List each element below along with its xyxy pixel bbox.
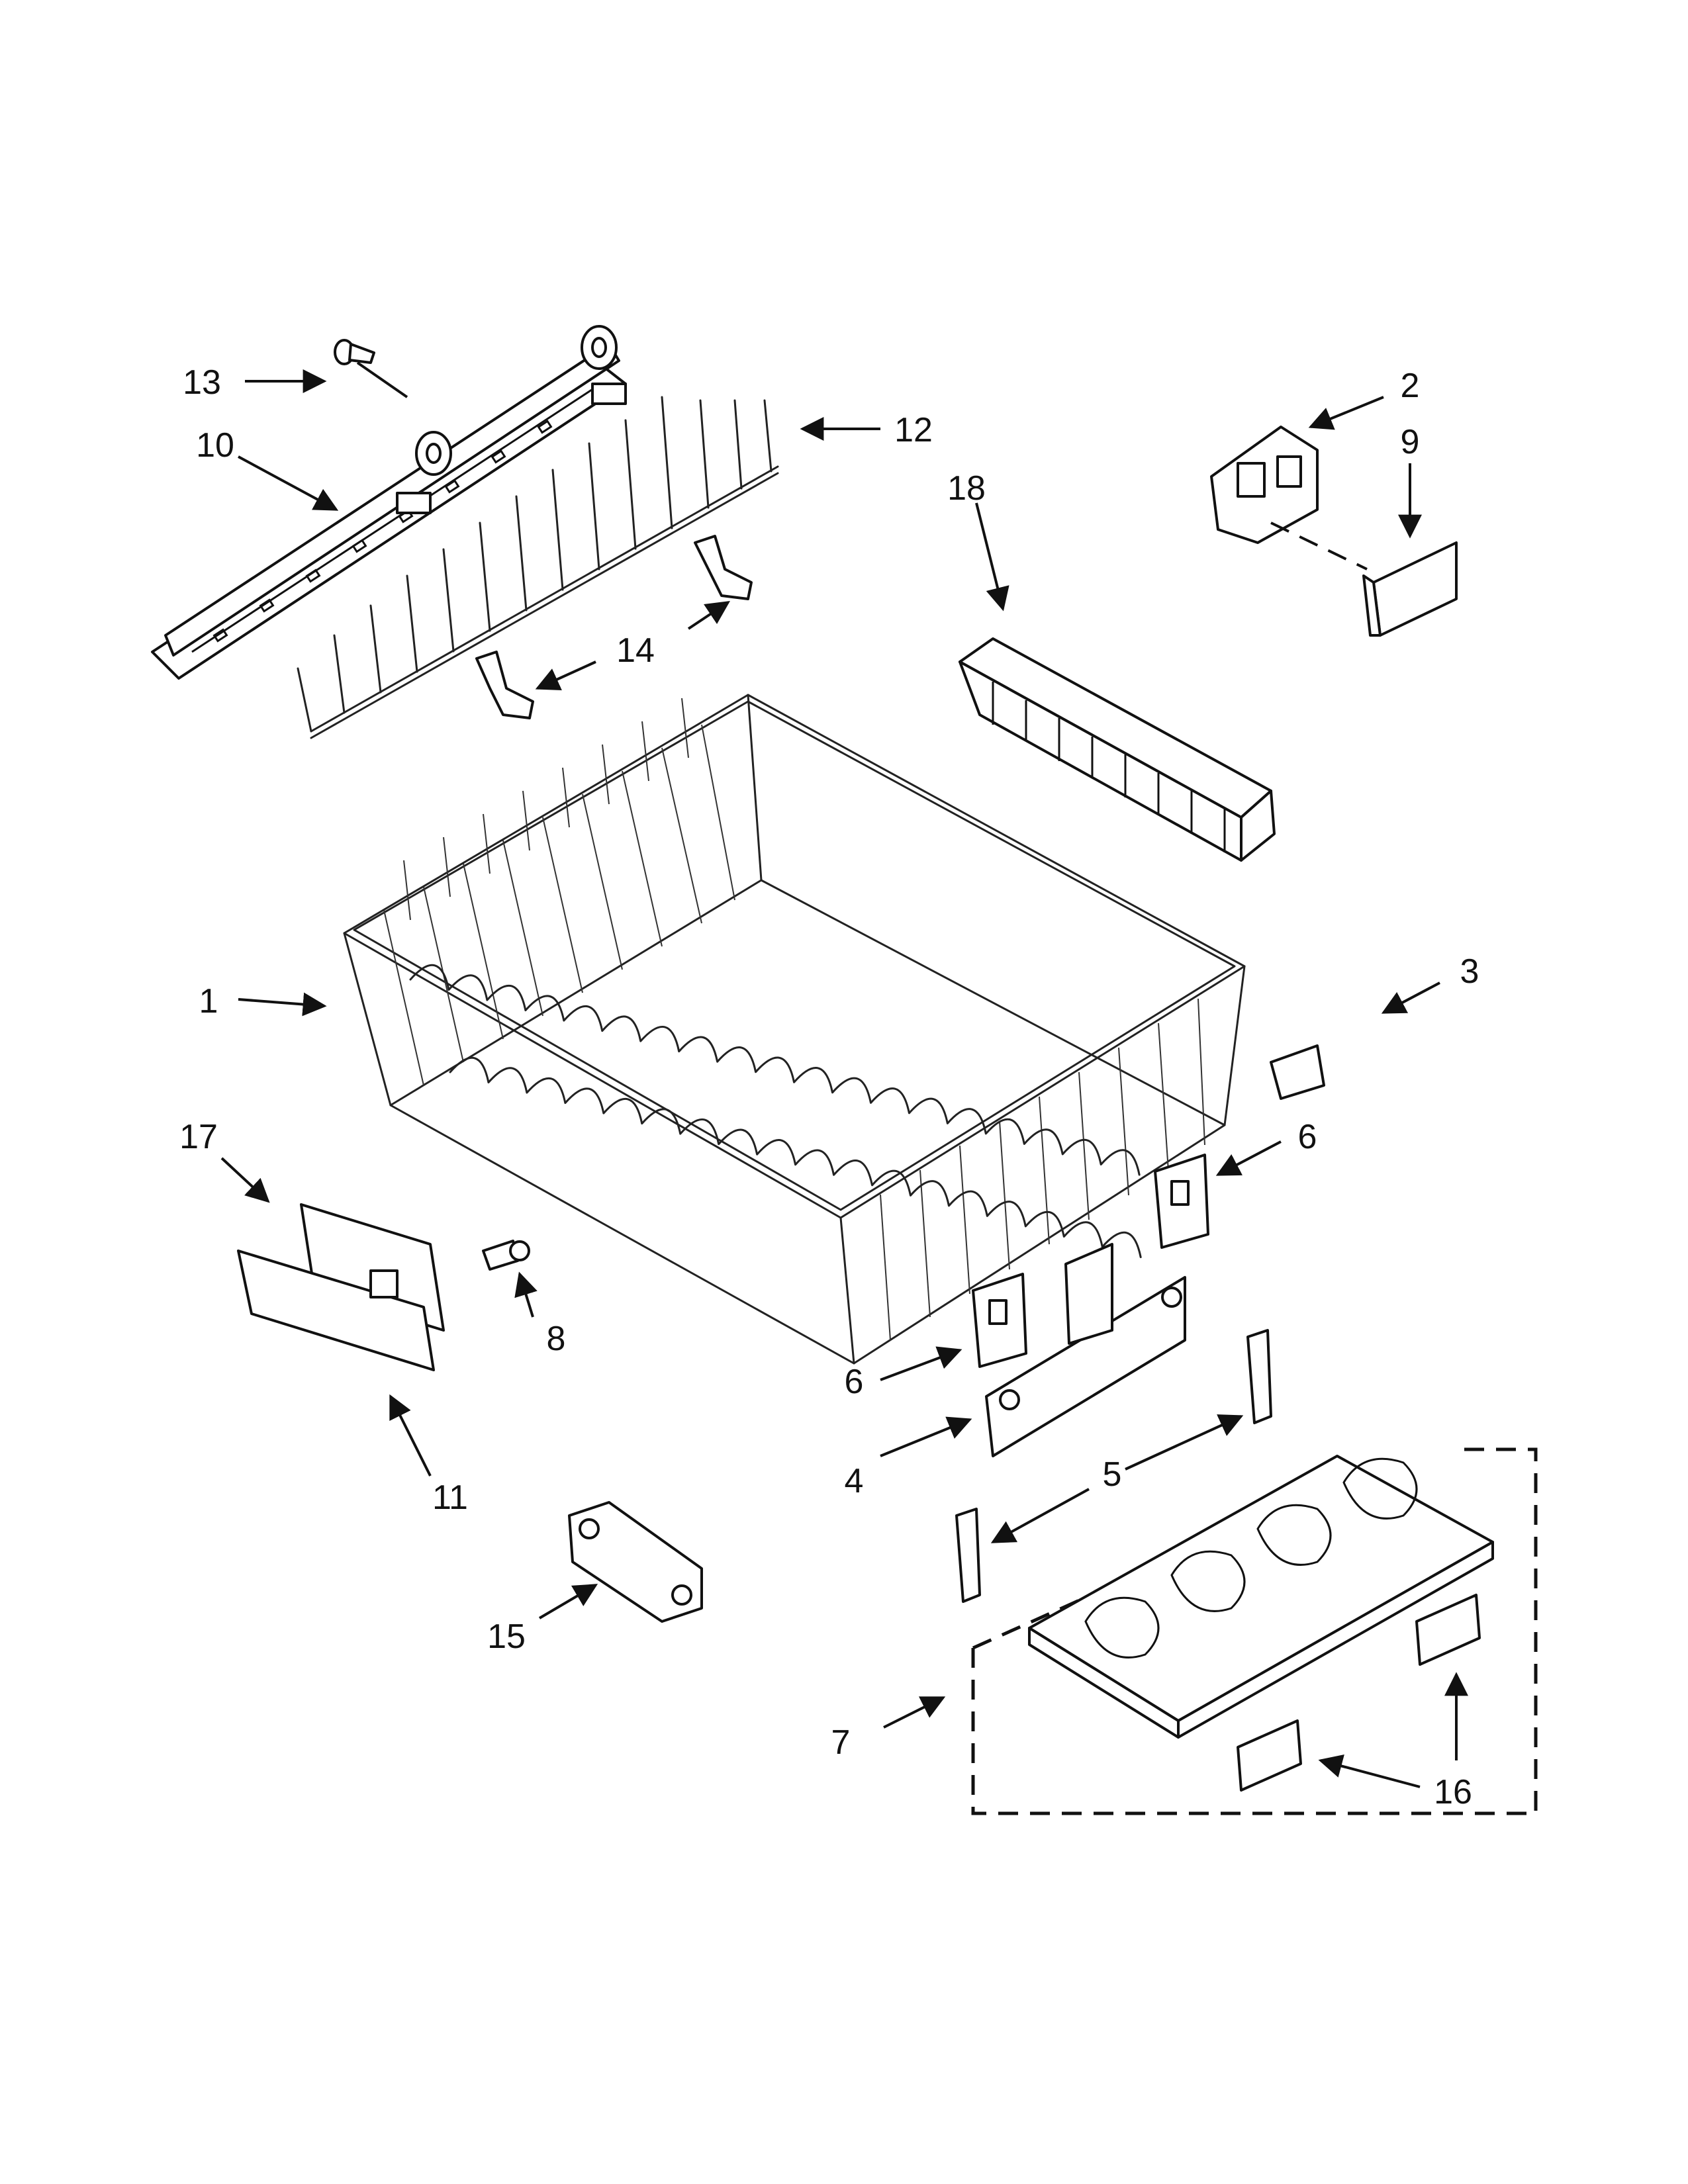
callout-8: 8	[547, 1320, 566, 1358]
clip-part	[475, 535, 753, 719]
handle-part	[237, 1203, 445, 1371]
rack-part	[343, 694, 1246, 1365]
callout-labels: 13 10 12 18 2 9 14 1 3 17 6 8 6 11 4 5 1…	[179, 363, 1479, 1811]
post-part	[955, 1329, 1272, 1603]
tine-row-part	[297, 396, 779, 739]
callout-6-lower: 6	[845, 1363, 864, 1401]
small-clip-part	[1270, 1044, 1325, 1100]
adjuster-clip-part	[972, 1273, 1027, 1368]
basket-part	[959, 637, 1276, 862]
callout-18: 18	[947, 469, 986, 508]
callout-1: 1	[199, 982, 218, 1021]
rail-part	[151, 325, 627, 680]
adjuster-plate-part	[985, 1243, 1186, 1457]
callout-16: 16	[1434, 1773, 1472, 1811]
callout-9: 9	[1401, 423, 1420, 461]
cover-part	[1362, 541, 1458, 637]
tray-group	[971, 1447, 1538, 1815]
callout-17: 17	[179, 1118, 218, 1156]
callout-10: 10	[196, 426, 234, 465]
callout-5: 5	[1103, 1455, 1122, 1494]
bracket-part	[1210, 426, 1319, 544]
lower-bracket-part	[568, 1501, 703, 1623]
callout-6-upper: 6	[1298, 1118, 1317, 1156]
callout-12: 12	[894, 411, 933, 449]
callout-7: 7	[831, 1723, 851, 1762]
callout-15: 15	[487, 1617, 526, 1656]
callout-14: 14	[616, 631, 655, 670]
callout-3: 3	[1460, 952, 1479, 991]
screw-part	[334, 339, 375, 365]
bolt-part	[482, 1240, 530, 1271]
callout-2: 2	[1401, 367, 1420, 405]
callout-11: 11	[432, 1479, 468, 1517]
adjuster-clip-part	[1154, 1154, 1209, 1249]
leader-lines	[220, 361, 1468, 1788]
callout-13: 13	[183, 363, 221, 402]
callout-4: 4	[845, 1462, 864, 1500]
